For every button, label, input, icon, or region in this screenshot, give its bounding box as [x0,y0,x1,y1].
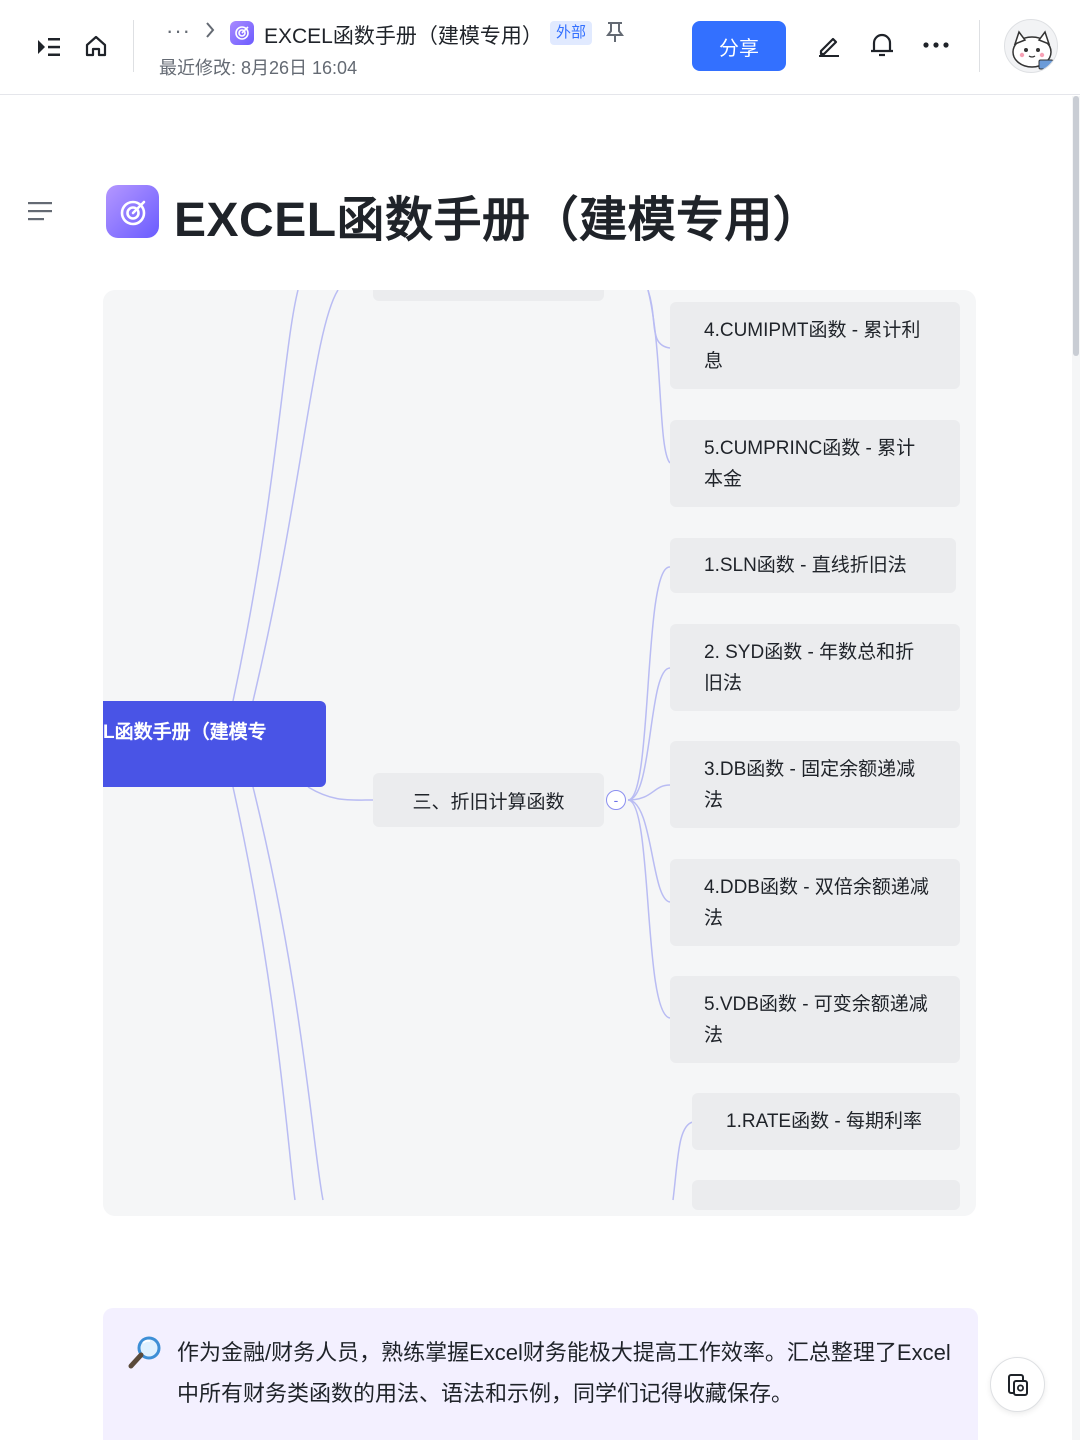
pin-icon[interactable] [605,20,625,49]
toolbar-divider [133,20,134,72]
avatar[interactable] [1004,19,1058,73]
sidebar-toggle-icon[interactable] [34,32,64,62]
breadcrumb-doc-title[interactable]: EXCEL函数手册（建模专用） [264,25,543,48]
mindmap-node[interactable] [373,290,604,301]
mindmap-node[interactable]: 1.SLN函数 - 直线折旧法 [670,538,956,593]
mindmap-root-node[interactable]: L函数手册（建模专 [103,701,326,787]
mindmap-node[interactable]: 4.CUMIPMT函数 - 累计利息 [670,302,960,389]
collapse-toggle[interactable]: - [606,790,626,810]
mindmap-node[interactable]: 1.RATE函数 - 每期利率 [692,1093,960,1150]
top-bar: ··· EXCEL函数手册（建模专用） 外部 最近修改: 8月26日 16:04… [0,0,1080,95]
magnifier-icon [128,1334,164,1375]
mindmap-connectors [232,290,694,1201]
toolbar-divider [979,20,980,72]
mindmap-node[interactable] [692,1180,960,1210]
home-icon[interactable] [82,32,110,60]
last-modified: 最近修改: 8月26日 16:04 [159,58,358,78]
pencil-icon[interactable] [814,30,844,60]
mindmap-node[interactable]: 5.CUMPRINC函数 - 累计本金 [670,420,960,507]
callout-block [103,1308,978,1440]
external-badge: 外部 [550,21,593,45]
outline-icon[interactable] [27,200,53,227]
bell-icon[interactable] [867,30,897,60]
copy-icon[interactable] [990,1357,1045,1412]
mindmap-canvas[interactable]: 4.CUMIPMT函数 - 累计利息 5.CUMPRINC函数 - 累计本金 1… [103,290,976,1216]
doc-icon [106,185,159,238]
chevron-right-icon [204,20,216,45]
mindmap-node[interactable]: 2. SYD函数 - 年数总和折旧法 [670,624,960,711]
scrollbar-track[interactable] [1072,96,1080,1440]
more-icon[interactable] [920,30,952,60]
breadcrumb-more[interactable]: ··· [166,18,191,43]
mindmap-node[interactable]: 4.DDB函数 - 双倍余额递减法 [670,859,960,946]
mindmap-branch-node[interactable]: 三、折旧计算函数 [373,773,604,827]
doc-icon [230,21,254,45]
scrollbar-thumb[interactable] [1073,96,1079,356]
callout-text: 作为金融/财务人员，熟练掌握Excel财务能极大提高工作效率。汇总整理了Exce… [177,1340,951,1406]
mindmap-node[interactable]: 3.DB函数 - 固定余额递减法 [670,741,960,828]
page-title: EXCEL函数手册（建模专用） [174,194,822,247]
share-button[interactable]: 分享 [692,21,786,71]
mindmap-node[interactable]: 5.VDB函数 - 可变余额递减法 [670,976,960,1063]
